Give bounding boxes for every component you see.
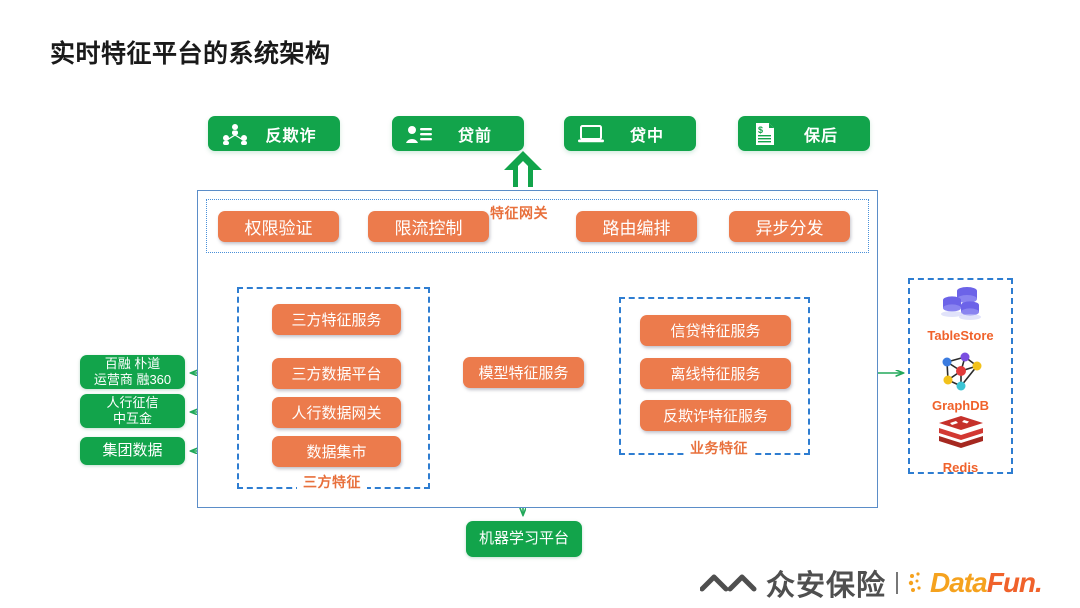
datafun-dots-icon xyxy=(908,572,921,592)
service-model-feature[interactable]: 模型特征服务 xyxy=(463,357,584,388)
data-source-group-data[interactable]: 集团数据 xyxy=(80,437,185,465)
storage-label: Redis xyxy=(942,460,979,475)
service-label: 离线特征服务 xyxy=(670,366,761,383)
service-third-party-data-platform[interactable]: 三方数据平台 xyxy=(272,358,401,389)
storage-label: TableStore xyxy=(927,328,994,343)
storage-redis[interactable]: Redis xyxy=(908,414,1013,475)
storage-layer-panel xyxy=(908,278,1013,474)
service-pboc-data-gateway[interactable]: 人行数据网关 xyxy=(272,397,401,428)
scenario-label: 贷前 xyxy=(457,127,492,145)
gateway-item-auth[interactable]: 权限验证 xyxy=(218,211,339,242)
service-label: 人行数据网关 xyxy=(291,405,382,422)
service-data-mart[interactable]: 数据集市 xyxy=(272,436,401,467)
scenario-button-anti-fraud[interactable]: 反欺诈 xyxy=(208,116,340,151)
zhongan-logo: 众安保险 xyxy=(700,562,886,604)
datafun-prefix: Data xyxy=(930,567,988,598)
storage-tablestore[interactable]: TableStore xyxy=(908,284,1013,343)
service-label: 三方特征服务 xyxy=(291,312,382,329)
service-label: 信贷特征服务 xyxy=(670,323,761,340)
gateway-item-label: 权限验证 xyxy=(244,219,313,238)
service-label: 反欺诈特征服务 xyxy=(662,408,768,425)
graph-nodes-icon xyxy=(937,352,985,396)
third-party-group-label: 三方特征 xyxy=(297,472,367,492)
gateway-item-label: 异步分发 xyxy=(755,219,824,238)
laptop-icon xyxy=(574,121,608,147)
scenario-label: 贷中 xyxy=(629,127,664,145)
data-source-line: 人行征信 xyxy=(106,394,159,410)
service-offline-feature[interactable]: 离线特征服务 xyxy=(640,358,791,389)
scenario-label: 反欺诈 xyxy=(265,127,317,145)
scenario-button-pre-loan[interactable]: 贷前 xyxy=(392,116,524,151)
service-credit-feature[interactable]: 信贷特征服务 xyxy=(640,315,791,346)
person-list-icon xyxy=(402,121,436,147)
data-source-line: 运营商 融360 xyxy=(93,372,172,387)
storage-label: GraphDB xyxy=(931,398,990,413)
datafun-logo: DataFun. xyxy=(908,567,1043,599)
people-network-icon xyxy=(218,121,252,147)
datafun-label: DataFun. xyxy=(930,567,1043,599)
datafun-suffix: Fun. xyxy=(986,567,1043,598)
data-source-pboc-credit[interactable]: 人行征信 中互金 xyxy=(80,394,185,428)
footer-divider xyxy=(896,572,899,594)
invoice-dollar-icon: $ xyxy=(748,121,782,147)
zhongan-label: 众安保险 xyxy=(766,570,887,602)
redis-stack-icon xyxy=(936,416,986,458)
ml-platform-label: 机器学习平台 xyxy=(478,529,569,547)
gateway-item-async-dispatch[interactable]: 异步分发 xyxy=(729,211,850,242)
service-label: 三方数据平台 xyxy=(291,366,382,383)
data-source-line: 集团数据 xyxy=(102,441,163,459)
data-source-line: 中互金 xyxy=(112,411,152,426)
gateway-item-label: 路由编排 xyxy=(602,219,671,238)
feature-gateway-label: 特征网关 xyxy=(490,205,548,221)
scenario-button-post-insurance[interactable]: $ 保后 xyxy=(738,116,870,151)
database-stack-icon xyxy=(936,287,986,326)
scenario-label: 保后 xyxy=(803,127,838,145)
data-source-bairong[interactable]: 百融 朴道 运营商 融360 xyxy=(80,355,185,389)
page-title: 实时特征平台的系统架构 xyxy=(50,40,331,68)
service-label: 数据集市 xyxy=(306,444,367,461)
gateway-item-routing[interactable]: 路由编排 xyxy=(576,211,697,242)
gateway-item-rate-limit[interactable]: 限流控制 xyxy=(368,211,489,242)
ml-platform-box[interactable]: 机器学习平台 xyxy=(466,521,582,557)
footer-logos: 众安保险 DataFun. xyxy=(700,562,1043,604)
chevron-mark-icon xyxy=(700,574,757,592)
data-source-line: 百融 朴道 xyxy=(104,355,161,371)
scenario-button-in-loan[interactable]: 贷中 xyxy=(564,116,696,151)
business-group-label: 业务特征 xyxy=(684,438,754,458)
feature-gateway-band xyxy=(206,199,869,253)
storage-graphdb[interactable]: GraphDB xyxy=(908,350,1013,413)
svg-text:$: $ xyxy=(758,125,763,135)
upward-flow-arrow xyxy=(502,150,544,188)
service-label: 模型特征服务 xyxy=(478,365,569,382)
service-anti-fraud-feature[interactable]: 反欺诈特征服务 xyxy=(640,400,791,431)
gateway-item-label: 限流控制 xyxy=(394,219,463,238)
service-third-party-feature[interactable]: 三方特征服务 xyxy=(272,304,401,335)
